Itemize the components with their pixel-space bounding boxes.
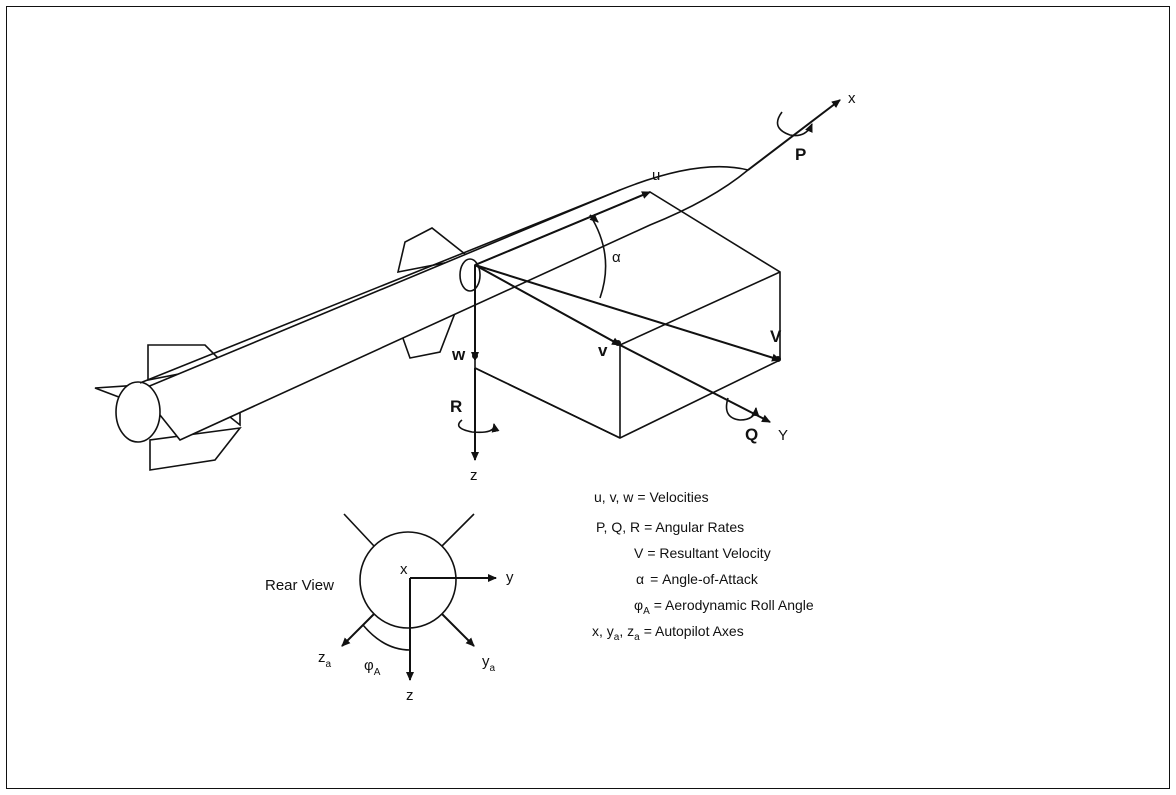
- x-axis-label: x: [848, 90, 856, 107]
- z-axis-label: z: [470, 467, 478, 484]
- rear-za-label: za: [318, 649, 332, 670]
- v-label: v: [598, 341, 608, 360]
- legend-row-velocities: u, v, w= Velocities: [594, 489, 709, 505]
- Q-rotation-icon: [725, 397, 760, 421]
- Q-label: Q: [745, 425, 758, 444]
- y-axis-label: Y: [778, 427, 788, 444]
- missile-body: [138, 165, 750, 441]
- P-label: P: [795, 145, 806, 164]
- legend-row-autopilot: x, ya, za= Autopilot Axes: [592, 623, 744, 643]
- alpha-label: α: [612, 249, 621, 266]
- legend-row-alpha: α= Angle-of-Attack: [636, 571, 759, 587]
- R-rotation-icon: [457, 419, 500, 434]
- w-point: [472, 353, 478, 359]
- legend-row-roll: φA= Aerodynamic Roll Angle: [634, 597, 814, 617]
- missile-tail: [115, 381, 161, 443]
- body-axes: [471, 99, 841, 461]
- P-rotation-icon: [776, 111, 813, 137]
- rear-view-title: Rear View: [265, 577, 334, 594]
- rear-y-label: y: [506, 569, 514, 586]
- legend-row-resultant: V= Resultant Velocity: [634, 545, 771, 561]
- rear-view-circle: [359, 531, 457, 629]
- legend: u, v, w= Velocities P, Q, R= Angular Rat…: [592, 489, 814, 643]
- w-label: w: [451, 345, 466, 364]
- rear-ya-label: ya: [482, 653, 496, 674]
- R-label: R: [450, 397, 462, 416]
- rotation-arrows: [457, 111, 813, 434]
- missile: [94, 165, 750, 471]
- legend-row-rates: P, Q, R= Angular Rates: [596, 519, 744, 535]
- V-label: V: [770, 327, 782, 346]
- rear-fin-bottom: [149, 426, 242, 471]
- u-label: u: [652, 167, 660, 184]
- rear-phi-label: φA: [364, 657, 381, 678]
- V-point: [775, 356, 781, 362]
- alpha-arc: [589, 214, 607, 299]
- v-vector: [474, 264, 621, 346]
- rear-view: Rear View x y z za ya φA: [265, 513, 514, 704]
- v-point: [615, 340, 621, 346]
- rear-z-label: z: [406, 687, 414, 704]
- u-vector: [474, 191, 651, 266]
- V-vector: [474, 264, 781, 362]
- y-axis-line: [619, 344, 771, 423]
- rear-x-label: x: [400, 561, 408, 578]
- phi-arc: [362, 624, 411, 651]
